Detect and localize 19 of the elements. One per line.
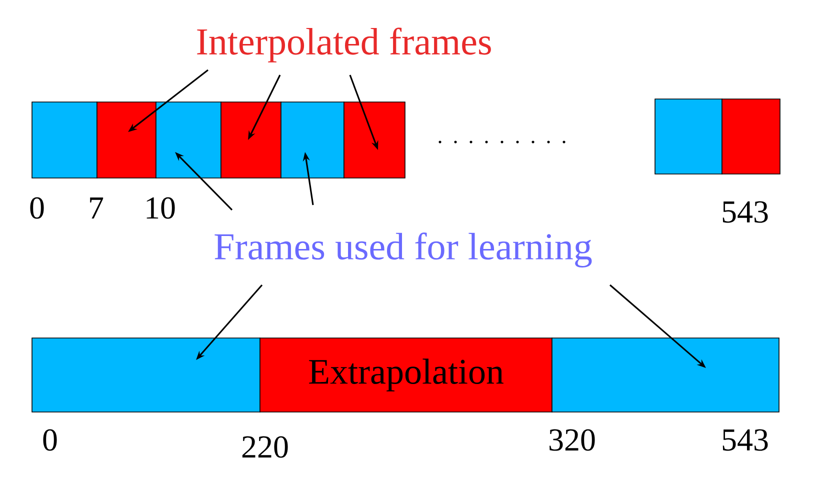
axis-number: 10	[146, 197, 175, 219]
frame-box	[654, 98, 722, 174]
frame-box	[552, 338, 780, 412]
frame-box	[280, 102, 344, 178]
extrapolation-box: Extrapolation	[260, 338, 552, 412]
axis-number: 320	[550, 429, 595, 451]
frame-box	[156, 102, 222, 178]
frame-box	[722, 98, 780, 174]
axis-number: 7	[90, 198, 104, 218]
frame-box	[344, 102, 406, 178]
frame-box	[32, 102, 98, 178]
heading-text: Frames used for learning	[214, 232, 592, 268]
axis-number: 543	[722, 201, 768, 223]
frame-box	[96, 102, 156, 178]
frame-box	[32, 338, 260, 412]
heading-text: Interpolated frames	[197, 28, 491, 62]
axis-number: 0	[30, 197, 44, 219]
frame-box	[220, 102, 282, 178]
axis-number: 220	[242, 436, 288, 458]
